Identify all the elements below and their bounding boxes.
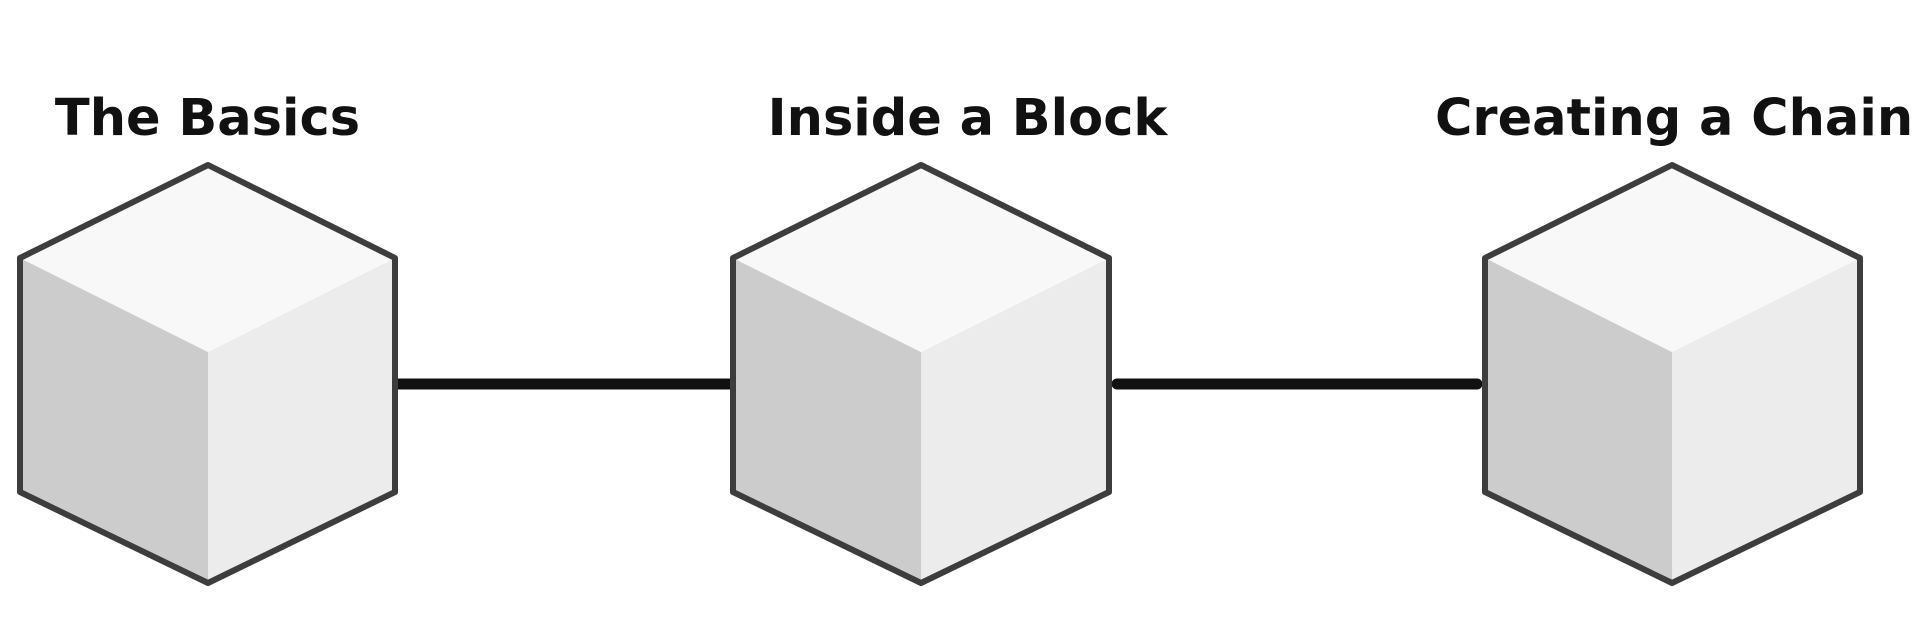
cube-outline: [1482, 162, 1863, 586]
cube-icon-basics: [17, 162, 398, 586]
cube-left-face: [1485, 258, 1672, 583]
node-title-chain: Creating a Chain: [1435, 89, 1914, 148]
cube-outline: [730, 162, 1112, 586]
cube-left-face: [733, 258, 921, 583]
cube-outline: [17, 162, 398, 586]
cube-left-face: [20, 258, 208, 583]
cube-right-face: [921, 258, 1109, 583]
cube-icon-block: [730, 162, 1112, 586]
cube-right-face: [208, 258, 395, 583]
node-title-block: Inside a Block: [767, 89, 1168, 148]
cube-icon-chain: [1482, 162, 1863, 586]
cube-right-face: [1672, 258, 1860, 583]
node-title-basics: The Basics: [54, 89, 361, 148]
